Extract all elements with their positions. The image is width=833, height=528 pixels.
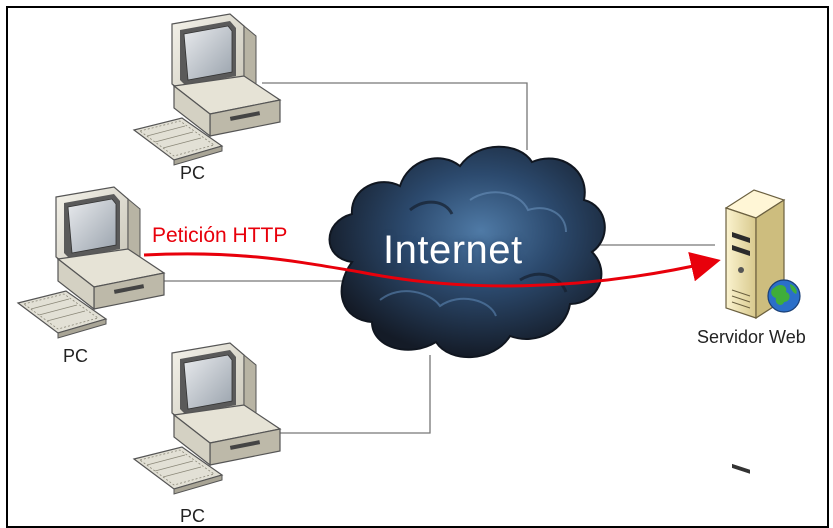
network-links: [150, 82, 715, 434]
internet-label: Internet: [383, 228, 523, 272]
pc-top-icon: [133, 13, 281, 166]
pc-top-label: PC: [180, 163, 206, 183]
server-label: Servidor Web: [697, 327, 806, 347]
pc-bottom-icon: [133, 342, 281, 495]
http-request-arrow: [143, 252, 721, 288]
internet-cloud-icon: [328, 145, 606, 359]
pc-left-label: PC: [63, 346, 89, 366]
pc-left-icon: [17, 186, 165, 339]
web-server-icon: [724, 189, 801, 474]
http-request-label: Petición HTTP: [152, 224, 288, 247]
link-pc-top: [262, 82, 528, 150]
pc-bottom-label: PC: [180, 506, 206, 526]
link-pc-bottom: [262, 355, 431, 434]
